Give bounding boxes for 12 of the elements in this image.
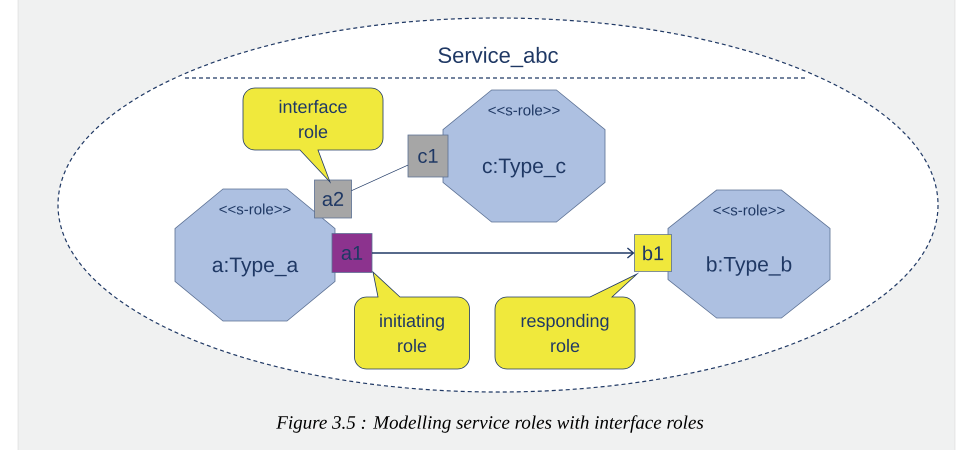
port-square: a1 [332, 233, 372, 273]
callout-bubble: initiating role [354, 272, 470, 370]
callout-bubble: interface role [242, 88, 384, 182]
connector-line [351, 164, 408, 191]
role-octagon: <<s-role>> c:Type_c [442, 90, 606, 222]
arrow [372, 247, 634, 259]
callout-bubble: responding role [494, 274, 638, 370]
port-square: b1 [634, 234, 672, 272]
figure-caption: Figure 3.5 : Modelling service roles with interface roles [276, 415, 704, 433]
port-square: a2 [314, 180, 352, 218]
role-octagon: <<s-role>> b:Type_b [668, 190, 830, 318]
port-square: c1 [408, 134, 448, 178]
